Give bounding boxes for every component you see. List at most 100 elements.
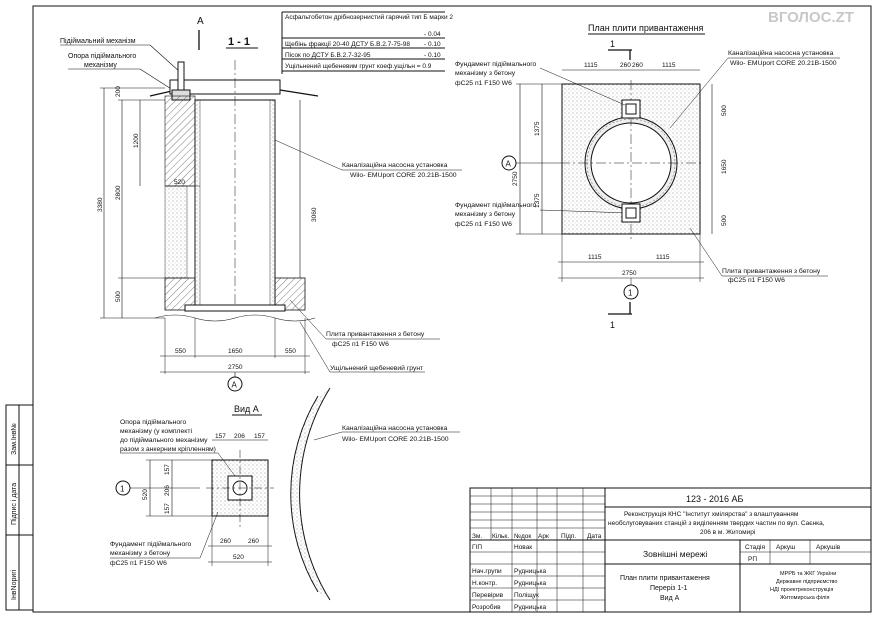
tb-stage-header: Стадія xyxy=(745,543,765,551)
dim-550-right: 550 xyxy=(285,348,296,355)
view-a-dim-206: 206 xyxy=(234,433,245,440)
tb-role-5: Розробив xyxy=(472,603,501,611)
plan-cut-top: 1 xyxy=(610,39,615,49)
layer-2: Щебінь фракції 20-40 ДСТУ Б.В.2.7-75-98 xyxy=(285,40,410,48)
tb-header-kilk: Кільк. xyxy=(492,532,509,540)
tb-sheets-header: Аркушів xyxy=(816,543,841,551)
dim-3380: 3380 xyxy=(97,197,104,212)
plan-found2-label-1: Фундамент підіймального xyxy=(455,201,537,209)
plan-pump-label-2: Wilo- EMUport CORE 20.21B-1500 xyxy=(730,60,837,67)
plan-view: План плити привантаження 1 1115 260 260 … xyxy=(455,23,840,330)
plan-found-label-3: фC25 п1 F150 W6 xyxy=(455,80,512,87)
dim-2750: 2750 xyxy=(228,364,243,371)
plan-title: План плити привантаження xyxy=(588,23,704,33)
tb-desc-1: Реконструкція КНС "Інститут хмілярства" … xyxy=(624,510,799,518)
dim-550-left: 550 xyxy=(175,348,186,355)
section-title: 1 - 1 xyxy=(228,36,250,48)
plan-dim-2750-vertical: 2750 xyxy=(512,171,519,186)
lift-support-label-1: Опора підіймального xyxy=(68,52,136,60)
dim-3060: 3060 xyxy=(311,207,318,222)
plan-found-label-1: Фундамент підіймального xyxy=(455,60,537,68)
view-a-found-2: механізму з бетону xyxy=(110,549,171,557)
dim-1200: 1200 xyxy=(133,133,140,148)
tb-desc-2: необслуговуваних станцій з виділенням тв… xyxy=(608,519,825,527)
gravel-label: Ущільнений щебеневий грунт xyxy=(330,364,423,372)
tb-org-4: Житомирська філія xyxy=(780,595,829,601)
plan-dim-2750-bottom: 2750 xyxy=(622,270,637,277)
plan-dim-1115-bottom-right: 1115 xyxy=(656,254,670,261)
tb-header-zm: Зм. xyxy=(472,533,482,540)
plan-dim-1375-top: 1375 xyxy=(534,121,541,136)
view-a-dim-520-vertical: 520 xyxy=(142,489,149,500)
dim-2800: 2800 xyxy=(115,185,122,200)
view-a-support-4: разом з анкерним кріпленням) xyxy=(120,445,216,453)
plan-dim-1115-left: 1115 xyxy=(584,62,598,69)
tb-sheet-title-1: План плити привантаження xyxy=(620,575,710,582)
tb-name-1: Новак xyxy=(514,544,532,551)
dim-200: 200 xyxy=(115,86,122,97)
dim-500: 500 xyxy=(115,291,122,302)
view-a-dim-260-right: 260 xyxy=(248,538,259,545)
tb-name-5: Рудницька xyxy=(514,604,546,611)
view-a-support-2: механізму (у комплекті xyxy=(120,427,192,435)
view-a-dim-157-bottom: 157 xyxy=(164,503,171,514)
layers-legend: Асфальтобетон дрібнозернистий гарячий ти… xyxy=(281,11,453,74)
plan-dim-500-bottom: 500 xyxy=(721,215,728,226)
plan-dim-260-right: 260 xyxy=(632,62,643,69)
view-a-title: Вид А xyxy=(234,404,259,414)
tb-role-4: Перевірив xyxy=(472,591,504,599)
section-1-1: А 1 - 1 Асфальтобетон дрібнозернистий га… xyxy=(60,11,462,392)
cut-mark-a: А xyxy=(197,16,204,27)
pump-label-2: Wilo- EMUport CORE 20.21B-1500 xyxy=(350,172,457,179)
slab-label-2: фC25 п1 F150 W6 xyxy=(332,341,389,348)
tb-name-4: Поліщук xyxy=(514,591,539,599)
tb-code: 123 - 2016 АБ xyxy=(686,494,744,504)
plan-dim-1375-bottom: 1375 xyxy=(534,193,541,208)
plan-axis-a-bubble: А xyxy=(506,160,512,169)
plan-dim-260-left: 260 xyxy=(620,62,631,69)
plan-dim-1115-bottom-left: 1115 xyxy=(588,254,602,261)
lift-support-label-2: механізму xyxy=(84,61,117,69)
view-a-support-3: до підіймального механізму xyxy=(120,436,208,444)
title-block: Зм. Кільк. Арк №док Підп. Дата ГІП Новак… xyxy=(469,487,872,613)
view-a-dim-520-bottom: 520 xyxy=(233,554,244,561)
view-a-dim-157-top: 157 xyxy=(164,464,171,475)
sheet-frame xyxy=(32,5,872,613)
view-a-dim-157-left: 157 xyxy=(215,433,226,440)
strip-label-2: Підпис і дата xyxy=(10,483,18,525)
tb-org-1: МРРБ та ЖКГ України xyxy=(780,571,836,577)
tb-sheet-title-2: Переріз 1-1 xyxy=(650,584,688,592)
tb-role-3: Н.контр. xyxy=(472,580,497,587)
tb-desc-3: 206 в м. Житомирі xyxy=(700,528,755,536)
strip-label-3: ІнвNоригі xyxy=(10,569,18,600)
view-a-dim-260-left: 260 xyxy=(220,538,231,545)
layer-1: Асфальтобетон дрібнозернистий гарячий ти… xyxy=(285,13,453,21)
dim-520: 520 xyxy=(174,179,185,186)
tb-sheet-title-3: Вид А xyxy=(660,595,680,602)
tb-header-pidp: Підп. xyxy=(561,532,576,540)
plan-slab-label-1: Плита привантаження з бетону xyxy=(722,267,821,275)
view-a-dim-206-vertical: 206 xyxy=(164,485,171,496)
axis-a-bubble: А xyxy=(232,381,238,390)
slab-label-1: Плита привантаження з бетону xyxy=(326,330,425,338)
tb-stage-value: РП xyxy=(748,556,757,563)
plan-cut-bottom: 1 xyxy=(610,320,615,330)
tb-name-3: Рудницька xyxy=(514,580,546,587)
plan-found2-label-2: механізму з бетону xyxy=(455,210,516,218)
plan-dim-500-top: 500 xyxy=(721,105,728,116)
plan-axis-1-bubble: 1 xyxy=(628,289,633,298)
view-a-found-1: Фундамент підіймального xyxy=(110,540,192,548)
plan-pump-label-1: Каналізаційна насосна установка xyxy=(728,49,834,57)
plan-dim-1650: 1650 xyxy=(721,159,728,174)
view-a-dim-157-right: 157 xyxy=(254,433,265,440)
tb-header-ndok: №док xyxy=(514,533,531,540)
view-a-support-1: Опора підіймального xyxy=(120,418,186,426)
watermark: ВГОЛОС.ZT xyxy=(768,9,854,26)
layer-3: Пісок по ДСТУ Б.В.2.7-32-95 xyxy=(285,51,371,59)
view-a: Вид А Опора підіймального механізму (у к… xyxy=(110,387,460,601)
plan-dim-1115-right: 1115 xyxy=(662,62,676,69)
view-a-found-3: фC25 п1 F150 W6 xyxy=(110,560,167,567)
view-a-pump-2: Wilo- EMUport CORE 20.21B-1500 xyxy=(342,436,449,443)
left-strip: Зам.Інв№ Підпис і дата ІнвNоригі xyxy=(5,404,34,611)
